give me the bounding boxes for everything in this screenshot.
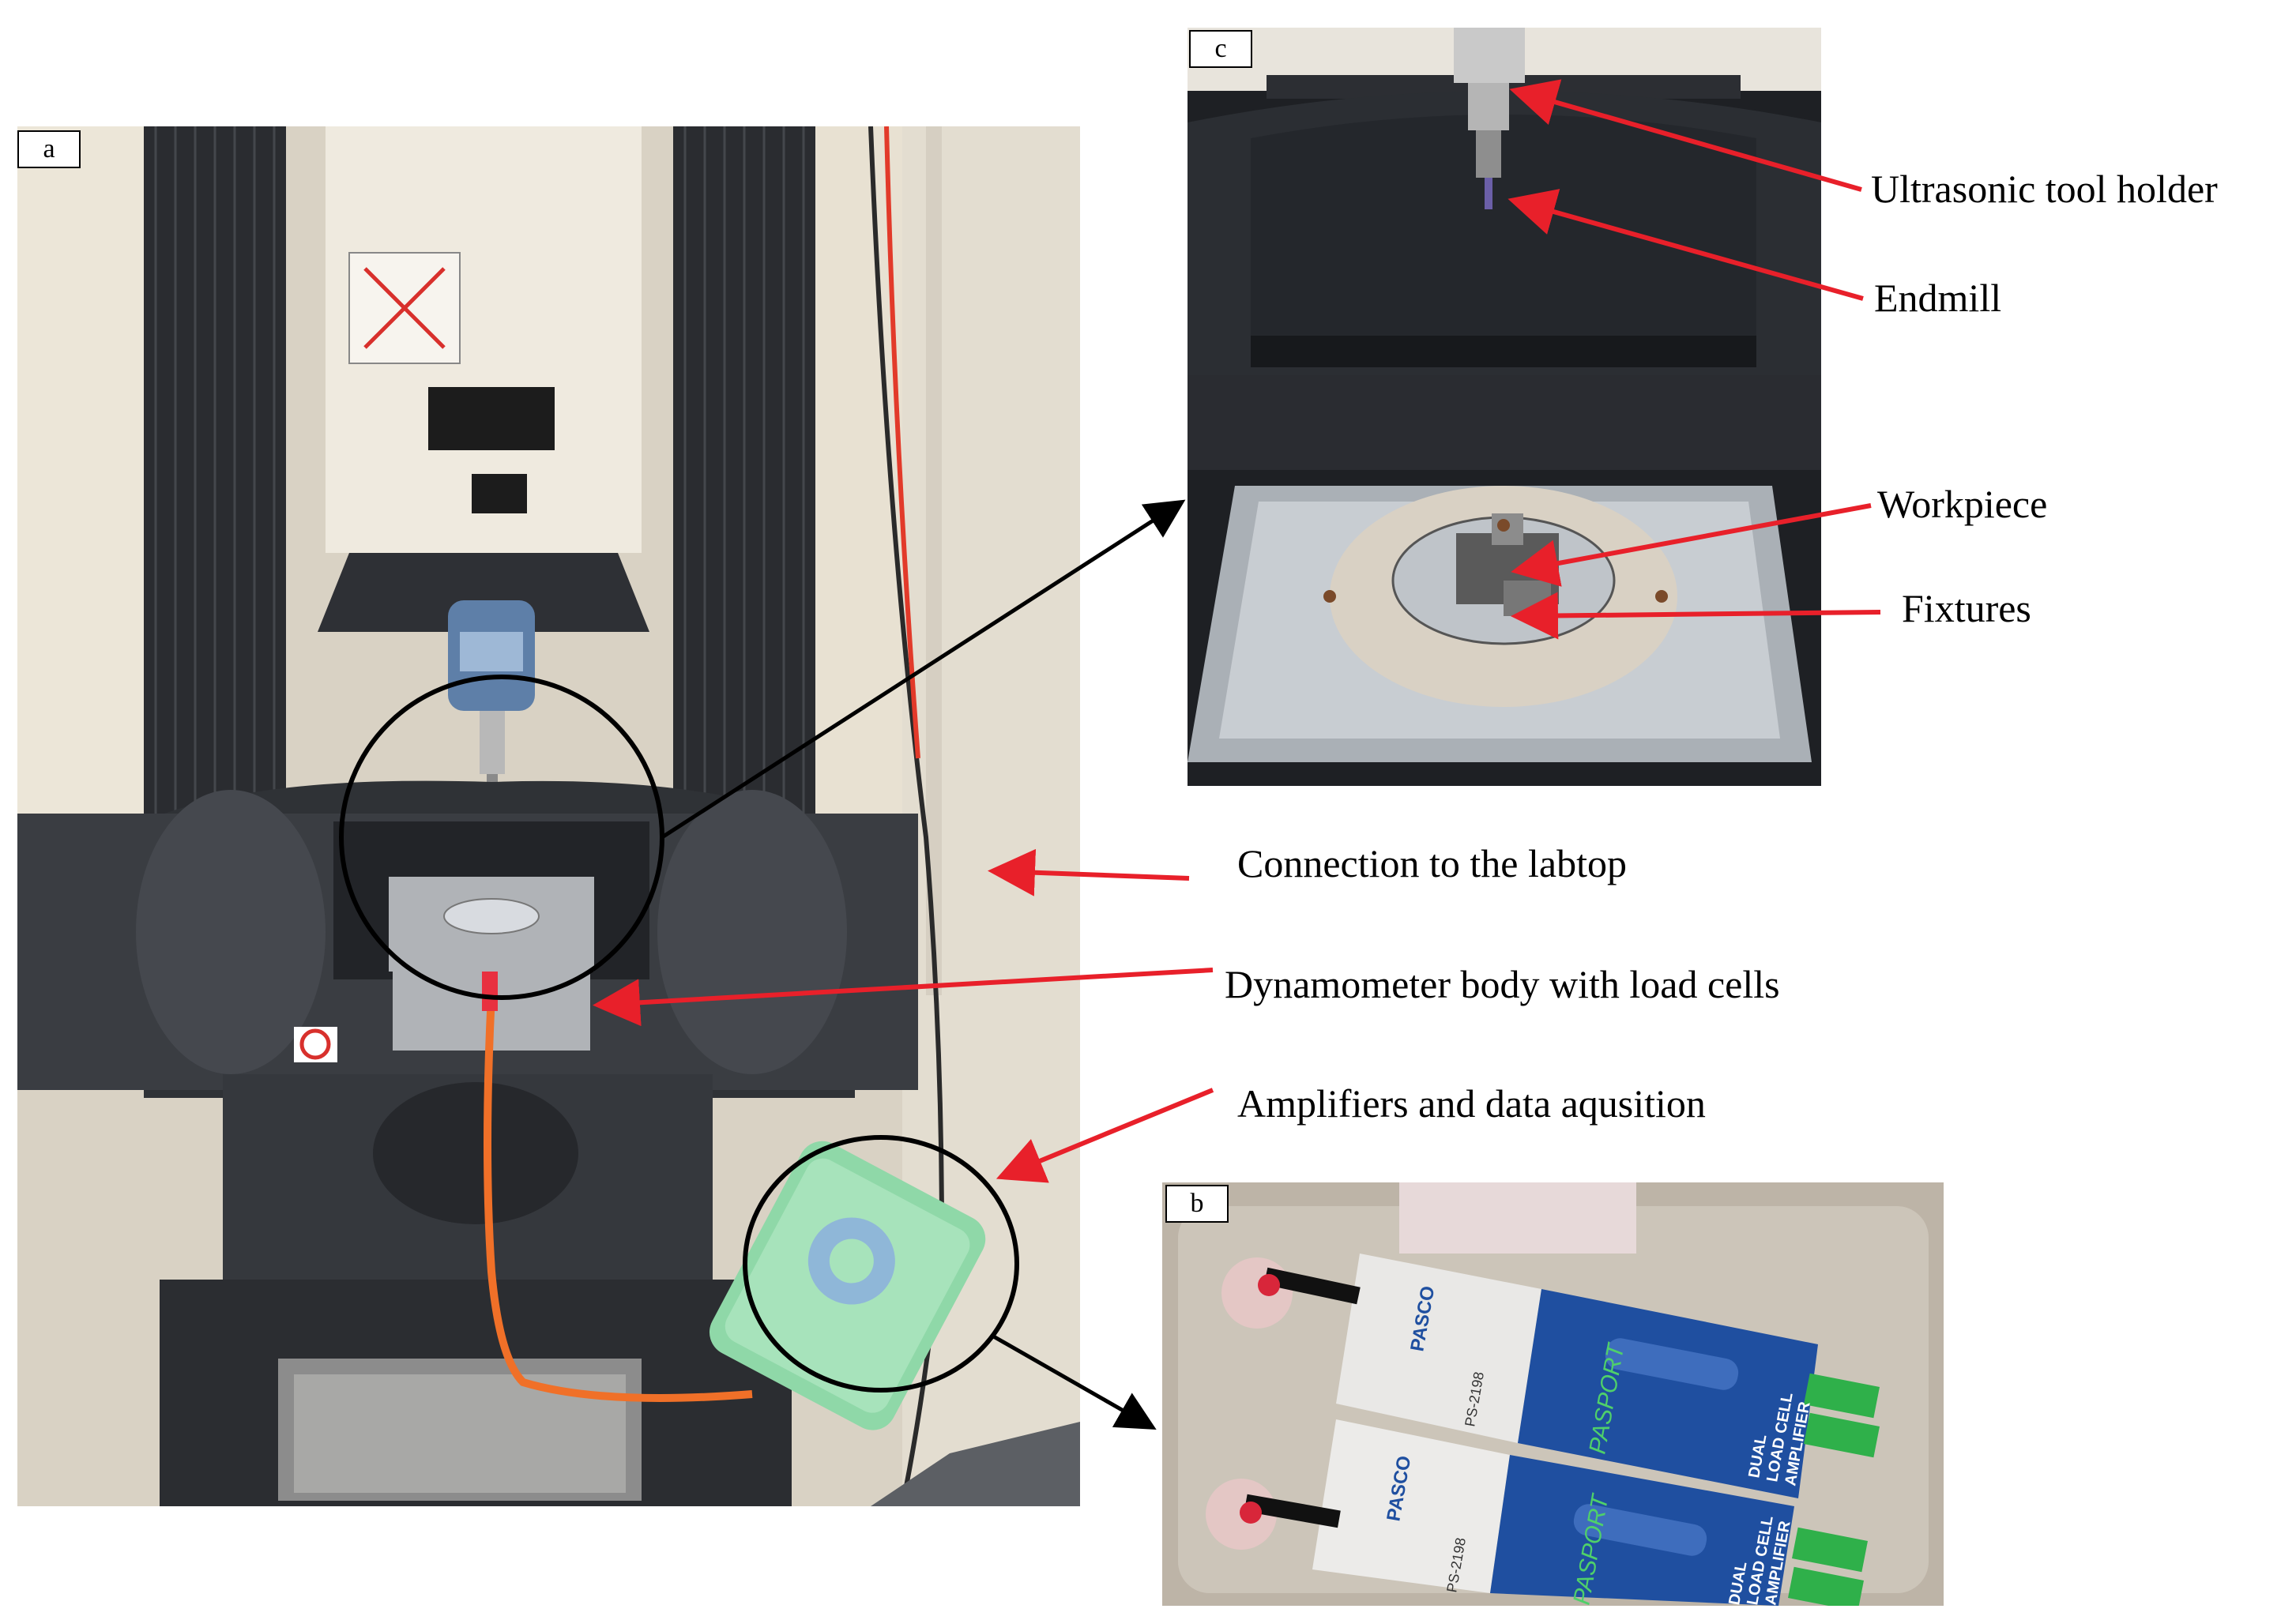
label-connection-to-laptop: Connection to the labtop xyxy=(1237,841,1627,885)
label-dynamometer-body: Dynamometer body with load cells xyxy=(1225,962,1780,1006)
amplifier-top: PASCO PASPORT DUAL LOAD CELL AMPLIFIER P… xyxy=(1336,1254,1880,1498)
zoom-circle-amplifiers xyxy=(743,1135,1019,1393)
panel-a-photo xyxy=(17,126,1080,1506)
arrow-connection xyxy=(988,848,1190,896)
arrow-tool-holder xyxy=(1509,79,1862,192)
arrow-amplifiers xyxy=(996,1088,1214,1183)
arrow-dynamometer xyxy=(593,968,1214,1027)
panel-a-letter: a xyxy=(17,130,81,168)
amplifier-illustration: PASCO PASPORT DUAL LOAD CELL AMPLIFIER P… xyxy=(1162,1182,1944,1606)
zoom-circle-spindle xyxy=(339,675,664,1000)
zoom-arrow-to-panel-c xyxy=(661,499,1186,840)
label-fixtures: Fixtures xyxy=(1902,586,2031,630)
arrow-fixtures xyxy=(1511,592,1881,640)
label-endmill: Endmill xyxy=(1874,276,2002,320)
label-amplifiers: Amplifiers and data aqusition xyxy=(1237,1081,1706,1126)
amplifier-bottom: PASCO PASPORT DUAL LOAD CELL AMPLIFIER P… xyxy=(1312,1419,1868,1606)
panel-c-letter: c xyxy=(1189,30,1252,68)
milling-machine-illustration xyxy=(17,126,1080,1506)
label-workpiece: Workpiece xyxy=(1877,482,2048,526)
arrow-workpiece xyxy=(1511,503,1872,587)
zoom-arrow-to-panel-b xyxy=(989,1332,1157,1430)
panel-b-photo: PASCO PASPORT DUAL LOAD CELL AMPLIFIER P… xyxy=(1162,1182,1944,1606)
panel-c-photo xyxy=(1188,28,1821,786)
panel-b-letter: b xyxy=(1165,1185,1229,1223)
arrow-endmill xyxy=(1507,189,1864,301)
label-ultrasonic-tool-holder: Ultrasonic tool holder xyxy=(1871,167,2218,211)
tool-closeup-illustration xyxy=(1188,28,1821,786)
